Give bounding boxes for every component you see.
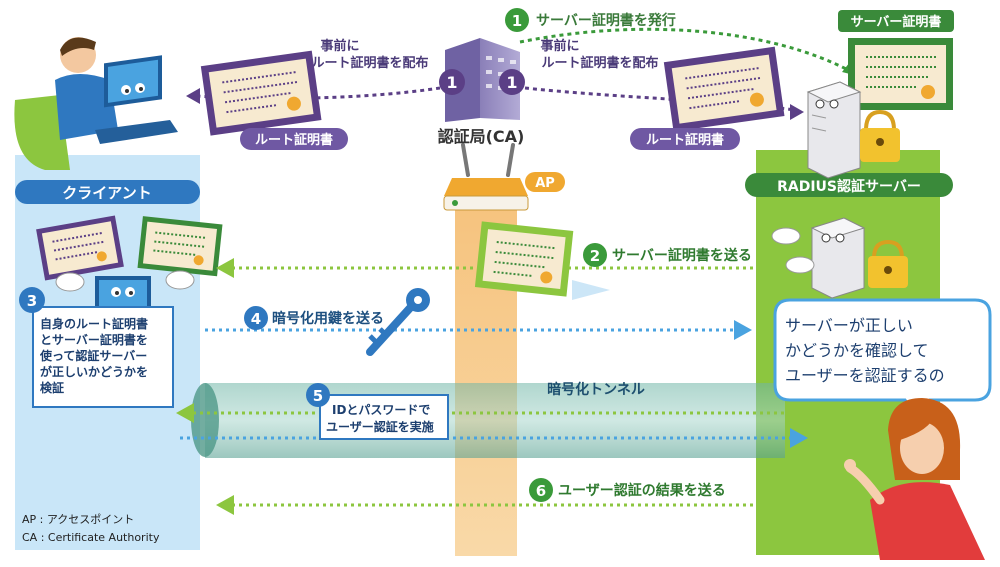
step3-line4: が正しいかどうかを [40,364,148,379]
root-certificate-left-icon [200,50,322,136]
ca-badge-left: 1 [446,73,457,92]
client-tag: クライアント [62,184,151,202]
step3-line1: 自身のルート証明書 [40,316,148,331]
root-cert-right-tag-bg [630,128,740,150]
server-certificate-icon [848,38,953,110]
speech-bubble: サーバーが正しい かどうかを確認して ユーザーを認証するの [773,298,992,423]
right-distribution-line1: 事前に [540,38,579,54]
ca-badge-right: 1 [506,73,517,92]
step4: 4 暗号化用鍵を送る [205,306,752,340]
step3-line2: とサーバー証明書を [40,332,148,347]
step5-line1: IDとパスワードで [332,403,430,417]
speech-line3: ユーザーを認証するの [785,366,945,385]
client-user-icon [14,37,178,170]
speech-line1: サーバーが正しい [785,316,913,335]
server-cert-tag-bg [838,10,954,32]
step5-number: 5 [313,387,323,405]
root-cert-right-tag: ルート証明書 [646,132,724,148]
step6: 6 ユーザー認証の結果を送る [216,478,760,515]
step5-line2: ユーザー認証を実施 [326,419,434,434]
ca-label: 認証局(CA) [438,127,525,146]
tunnel-label: 暗号化トンネル [547,381,645,398]
ca-badge-left-bg [439,69,465,95]
step2-number: 2 [590,247,600,265]
step2-label: サーバー証明書を送る [612,247,752,264]
root-cert-left-tag-bg [240,128,348,150]
radius-server-icon-mid [771,217,866,299]
server-certificate-in-transit-icon [474,221,610,300]
client-root-certificate-icon [36,215,124,281]
key-icon [366,288,430,356]
radius-tag-bg [745,173,953,197]
step6-number: 6 [536,482,546,500]
ap-tag: AP [535,176,555,191]
root-certificate-right-icon [663,46,785,132]
left-distribution-line2: ルート証明書を配布 [311,55,428,71]
ca-badge-right-bg [499,69,525,95]
radius-tag: RADIUS認証サーバー [777,178,921,195]
speech-line2: かどうかを確認して [785,341,929,360]
step1-label: サーバー証明書を発行 [536,12,676,29]
legend: AP : アクセスポイント CA : Certificate Authority [22,513,160,544]
step4-number: 4 [251,310,261,328]
legend-ap: AP : アクセスポイント [22,513,134,526]
client-server-certificate-icon [137,216,223,277]
step3-line3: 使って認証サーバー [39,348,147,363]
lock-icon [860,109,900,162]
step6-label: ユーザー認証の結果を送る [558,482,726,499]
encryption-tunnel: 暗号化トンネル [191,381,785,458]
step3-number: 3 [27,292,37,310]
step1-number: 1 [512,12,522,30]
step4-label: 暗号化用鍵を送る [272,310,384,327]
administrator-icon [844,398,985,560]
right-distribution-line2: ルート証明書を配布 [541,55,658,71]
step3: 3 自身のルート証明書 とサーバー証明書を 使って認証サーバー が正しいかどうか… [19,287,174,408]
root-cert-left-tag: ルート証明書 [255,132,333,148]
step5: 5 IDとパスワードで ユーザー認証を実施 [176,383,808,448]
radius-server-icon-top [806,81,862,179]
router-icon [443,143,529,211]
lock-icon-2 [868,239,908,288]
step3-line5: 検証 [40,380,64,395]
ap-tag-bg [525,172,565,192]
server-cert-tag: サーバー証明書 [851,14,942,30]
client-tag-bg [15,180,200,204]
left-distribution-line1: 事前に [320,38,359,54]
legend-ca: CA : Certificate Authority [22,531,160,544]
